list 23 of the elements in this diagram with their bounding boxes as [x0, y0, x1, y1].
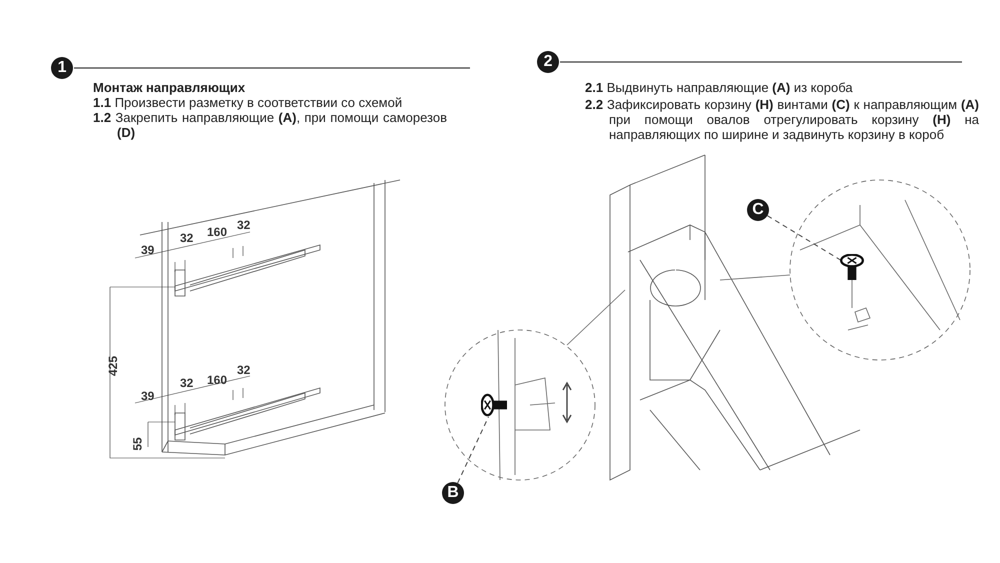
- screw-icon: [481, 392, 507, 418]
- instruction-step: 1.1 Произвести разметку в соответствии со схемой: [93, 95, 497, 110]
- leader-line: [457, 416, 489, 484]
- dimension-label: 32: [180, 232, 194, 244]
- dimension-label: 160: [207, 374, 228, 386]
- dimension-label: 32: [237, 219, 250, 231]
- callout-letter: C: [747, 199, 769, 221]
- dimension-label: 39: [141, 244, 154, 256]
- dimension-label: 55: [132, 437, 144, 451]
- step-number: 1: [51, 57, 73, 79]
- dimension-label: 32: [180, 377, 194, 389]
- instruction-step: 2.1 Выдвинуть направляющие (A) из короба: [585, 80, 979, 95]
- leader-line: [766, 215, 842, 261]
- instruction-step: 1.2 Закрепить направляющие (A), при помощи саморезов (D): [93, 110, 447, 140]
- dimension-label: 160: [207, 226, 228, 238]
- instruction-step: 2.2 Зафиксировать корзину (H) винтами (C) к направляющим (A) при помощи овалов отрегулировать корзину (H) на направляющих по ширине и задвинуть корзину в короб: [585, 97, 979, 142]
- dimension-label: 425: [107, 356, 120, 376]
- section-heading: Монтаж направляющих: [93, 80, 246, 95]
- screw-icon: [839, 254, 865, 280]
- callout-letter: B: [442, 482, 464, 504]
- dimension-label: 39: [141, 390, 154, 402]
- dimension-label: 32: [237, 364, 250, 376]
- step-number: 2: [537, 51, 559, 73]
